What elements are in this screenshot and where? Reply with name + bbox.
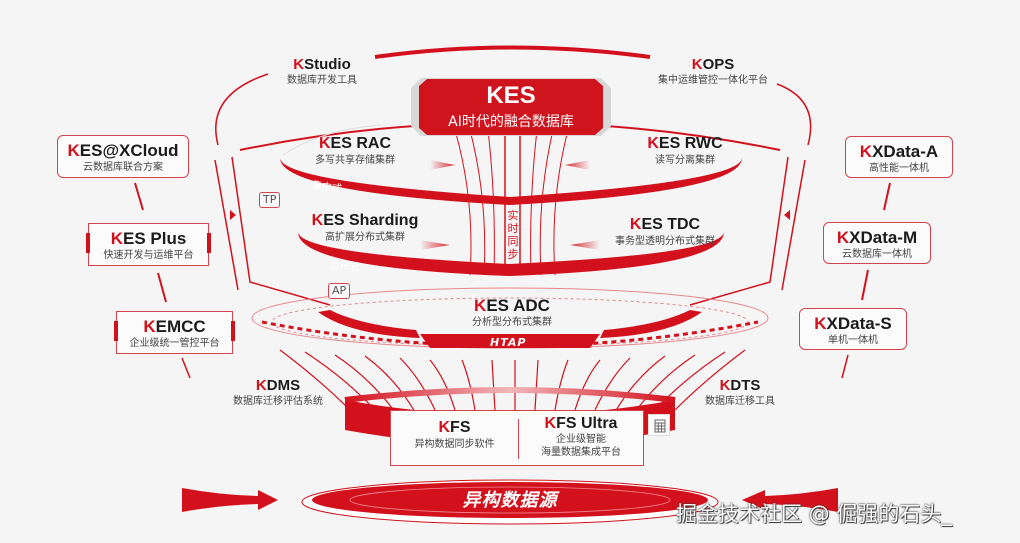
card-kes-plus[interactable]: KES Plus 快速开发与运维平台 (86, 223, 211, 266)
product-kfs-ultra[interactable]: KFS Ultra 企业级智能 海量数据集成平台 (541, 415, 621, 459)
tool-kdts[interactable]: KDTS 数据库迁移工具 (705, 377, 775, 407)
card-kxdata-a[interactable]: KXData-A 高性能一体机 (845, 136, 953, 178)
product-kes-adc[interactable]: KES ADC 分析型分布式集群 (472, 296, 552, 328)
card-kemcc[interactable]: KEMCC 企业级统一管控平台 (114, 311, 235, 354)
tier-label-distributed: 分布式 (329, 259, 361, 274)
calculator-icon[interactable] (648, 414, 670, 436)
core-product-kes[interactable]: KES AI时代的融合数据库 (418, 78, 604, 136)
card-kxdata-m[interactable]: KXData-M 云数据库一体机 (823, 222, 931, 264)
tag-ap: AP (328, 283, 351, 300)
tool-kdms[interactable]: KDMS 数据库迁移评估系统 (233, 377, 323, 407)
htap-label: HTAP (490, 336, 527, 349)
card-kes-xcloud[interactable]: KES@XCloud 云数据库联合方案 (57, 135, 189, 178)
product-kfs[interactable]: KFS 异构数据同步软件 (414, 419, 495, 451)
product-kes-tdc[interactable]: KES TDC 事务型透明分布式集群 (615, 216, 715, 248)
watermark: 掘金技术社区 @ 倔强的石头_ (676, 502, 952, 526)
tool-kops[interactable]: KOPS 集中运维管控一体化平台 (658, 56, 768, 86)
kes-tagline: AI时代的融合数据库 (448, 114, 574, 130)
kfs-panel: KFS 异构数据同步软件 KFS Ultra 企业级智能 海量数据集成平台 (390, 410, 644, 466)
product-kes-rac[interactable]: KES RAC 多写共享存储集群 (315, 135, 395, 167)
kes-logo: KES (486, 82, 536, 109)
product-kes-sharding[interactable]: KES Sharding 高扩展分布式集群 (311, 212, 419, 244)
tool-kstudio[interactable]: KStudio 数据库开发工具 (287, 56, 357, 86)
heterogeneous-source-label: 异构数据源 (462, 490, 558, 511)
card-kxdata-s[interactable]: KXData-S 单机一体机 (799, 308, 907, 350)
core-banner-shape (411, 78, 611, 136)
product-kes-rwc[interactable]: KES RWC 读写分离集群 (647, 135, 723, 167)
sync-label: 实 时 同 步 (507, 209, 519, 261)
tag-tp: TP (259, 192, 281, 209)
kfs-divider (518, 419, 519, 459)
